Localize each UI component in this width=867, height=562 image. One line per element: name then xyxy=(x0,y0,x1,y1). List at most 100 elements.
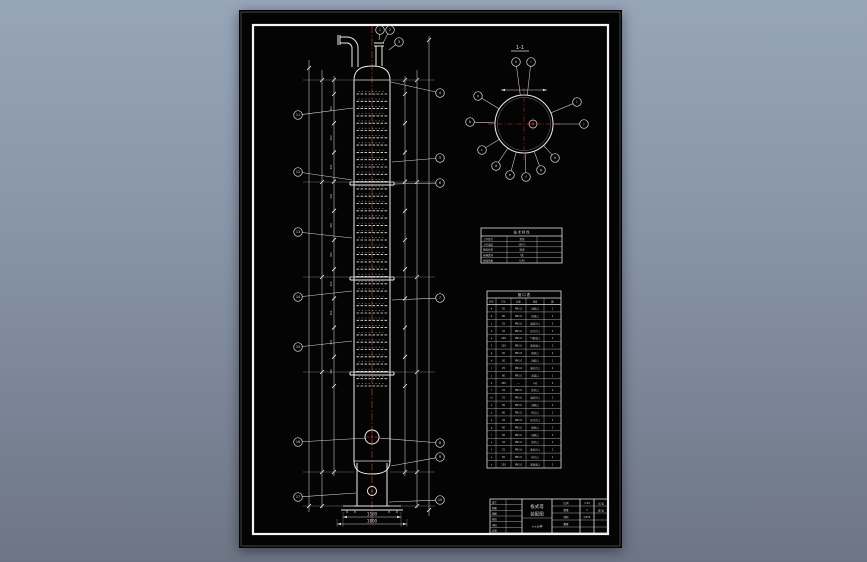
svg-text:80: 80 xyxy=(502,412,506,415)
svg-text:25: 25 xyxy=(502,449,506,452)
svg-text:PN1.0: PN1.0 xyxy=(515,345,523,348)
svg-text:人孔: 人孔 xyxy=(533,381,538,385)
svg-text:板式塔: 板式塔 xyxy=(530,503,544,510)
svg-text:u: u xyxy=(491,456,493,459)
svg-text:进料口: 进料口 xyxy=(531,359,539,363)
svg-text:回流口: 回流口 xyxy=(531,373,539,377)
nozzle-balloon-a xyxy=(473,91,483,101)
svg-text:h: h xyxy=(554,156,556,160)
svg-text:10: 10 xyxy=(438,498,442,502)
balloon-16 xyxy=(293,437,303,447)
svg-text:PN1.0: PN1.0 xyxy=(515,308,523,311)
svg-text:e: e xyxy=(491,337,493,340)
svg-text:i: i xyxy=(577,100,578,104)
svg-text:尺寸: 尺寸 xyxy=(501,300,506,304)
svg-text:PN1.6: PN1.6 xyxy=(515,367,523,370)
svg-text:150: 150 xyxy=(501,345,506,348)
balloon-17 xyxy=(293,492,303,502)
svg-text:装配图: 装配图 xyxy=(530,511,544,518)
svg-text:v: v xyxy=(491,464,493,467)
svg-text:11: 11 xyxy=(296,113,300,117)
svg-text:Q235: Q235 xyxy=(584,515,591,519)
svg-text:工作温度: 工作温度 xyxy=(483,242,494,246)
svg-text:1: 1 xyxy=(552,330,554,333)
svg-text:300: 300 xyxy=(329,164,333,169)
svg-text:审核: 审核 xyxy=(492,523,497,527)
svg-text:150: 150 xyxy=(501,464,506,467)
svg-text:b: b xyxy=(469,120,471,124)
svg-text:300: 300 xyxy=(329,223,333,228)
svg-text:校核: 校核 xyxy=(492,517,497,521)
svg-text:Ⅰ类: Ⅰ类 xyxy=(520,253,524,257)
svg-text:25: 25 xyxy=(502,397,506,400)
svg-text:材料: 材料 xyxy=(563,515,569,519)
svg-text:管 口 表: 管 口 表 xyxy=(518,292,531,297)
top-head xyxy=(353,65,391,81)
svg-text:s: s xyxy=(491,441,493,444)
svg-text:14: 14 xyxy=(296,295,300,299)
balloon-10 xyxy=(435,495,445,505)
svg-text:g: g xyxy=(491,352,493,355)
svg-text:1: 1 xyxy=(552,404,554,407)
svg-text:PN1.0: PN1.0 xyxy=(515,337,523,340)
svg-text:1: 1 xyxy=(552,426,554,429)
overhead-pipe xyxy=(340,36,359,67)
svg-text:符号: 符号 xyxy=(489,300,494,304)
sheet-edge xyxy=(240,11,621,547)
svg-text:1500: 1500 xyxy=(367,512,378,517)
svg-text:b: b xyxy=(491,315,493,318)
balloon-14 xyxy=(293,292,303,302)
svg-text:PN1.6: PN1.6 xyxy=(515,419,523,422)
svg-text:f: f xyxy=(525,175,527,179)
svg-text:450: 450 xyxy=(501,382,506,385)
svg-text:50: 50 xyxy=(502,360,506,363)
svg-text:32: 32 xyxy=(502,330,506,333)
svg-text:2: 2 xyxy=(552,352,554,355)
svg-text:40: 40 xyxy=(502,352,506,355)
balloon-8 xyxy=(435,438,445,448)
cad-drawing: 1-1 300300300300300300300300300300150018… xyxy=(240,11,621,547)
svg-text:液位计口: 液位计口 xyxy=(530,448,540,452)
svg-text:1: 1 xyxy=(552,419,554,422)
svg-text:PN1.0: PN1.0 xyxy=(515,360,523,363)
svg-text:PN1.0: PN1.0 xyxy=(515,441,523,444)
svg-text:2: 2 xyxy=(552,322,554,325)
svg-text:2: 2 xyxy=(552,367,554,370)
svg-text:5: 5 xyxy=(439,156,441,160)
balloon-6 xyxy=(435,178,445,188)
svg-text:用途: 用途 xyxy=(533,300,538,304)
nozzle-balloon-i xyxy=(572,97,582,107)
svg-text:9: 9 xyxy=(439,455,441,459)
svg-text:l: l xyxy=(491,389,492,392)
balloon-2 xyxy=(385,25,395,35)
svg-text:物料名称: 物料名称 xyxy=(483,248,494,252)
balloon-5 xyxy=(435,153,445,163)
svg-text:100: 100 xyxy=(501,337,506,340)
svg-text:32: 32 xyxy=(502,441,506,444)
svg-text:1800: 1800 xyxy=(367,519,378,524)
bottom-head xyxy=(353,460,391,475)
balloon-15 xyxy=(293,342,303,352)
balloon-7 xyxy=(435,293,445,303)
svg-text:1: 1 xyxy=(379,28,381,32)
svg-text:2: 2 xyxy=(389,28,391,32)
svg-text:PN1.0: PN1.0 xyxy=(515,389,523,392)
svg-text:k: k xyxy=(491,382,493,385)
svg-text:40: 40 xyxy=(502,426,506,429)
nozzle-balloon-d xyxy=(491,161,501,171)
svg-text:标准: 标准 xyxy=(516,300,521,304)
border-frame xyxy=(251,23,610,536)
svg-text:PN1.0: PN1.0 xyxy=(515,374,523,377)
svg-text:1: 1 xyxy=(552,412,554,415)
svg-text:工作压力: 工作压力 xyxy=(483,237,494,241)
column-front-view xyxy=(337,26,403,524)
nozzle-balloon-l xyxy=(526,57,536,67)
svg-text:PN1.6: PN1.6 xyxy=(515,352,523,355)
svg-text:进料口: 进料口 xyxy=(531,403,539,407)
svg-text:q: q xyxy=(491,426,493,429)
